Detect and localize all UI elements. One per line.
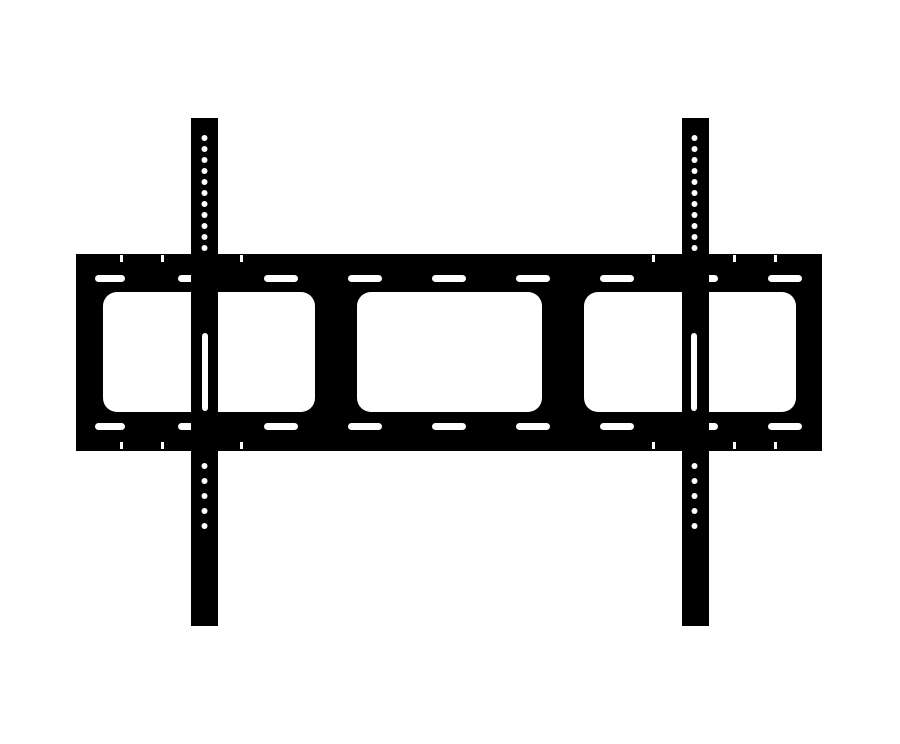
arm-hole bbox=[201, 463, 208, 469]
arm-hole bbox=[201, 523, 208, 529]
arm-hole bbox=[201, 223, 208, 229]
arm-hole bbox=[691, 168, 698, 174]
arm-hole bbox=[691, 179, 698, 185]
arm-hole bbox=[691, 135, 698, 141]
arm-hole bbox=[691, 523, 698, 529]
arm-hole bbox=[691, 146, 698, 152]
arm-hole bbox=[201, 190, 208, 196]
arm-hole bbox=[201, 157, 208, 163]
vertical-arm-left-holes bbox=[201, 135, 208, 529]
arm-hole bbox=[201, 135, 208, 141]
wall-plate bbox=[76, 254, 822, 451]
arm-hole bbox=[691, 157, 698, 163]
wall-plate-bottom-notches bbox=[120, 442, 777, 449]
arm-hole bbox=[201, 201, 208, 207]
vertical-arm-left-slot bbox=[202, 333, 208, 411]
arm-hole bbox=[691, 245, 698, 251]
wall-plate-window-center bbox=[357, 292, 542, 412]
vertical-arm-right-holes bbox=[691, 135, 698, 529]
wall-plate-top-notches bbox=[120, 255, 777, 262]
arm-hole bbox=[201, 212, 208, 218]
arm-hole bbox=[201, 245, 208, 251]
arm-hole bbox=[201, 478, 208, 484]
vertical-arm-left bbox=[191, 118, 218, 626]
arm-hole bbox=[691, 190, 698, 196]
arm-hole bbox=[201, 179, 208, 185]
arm-hole bbox=[691, 463, 698, 469]
arm-hole bbox=[691, 234, 698, 240]
arm-hole bbox=[691, 493, 698, 499]
arm-hole bbox=[201, 168, 208, 174]
arm-hole bbox=[691, 478, 698, 484]
arm-hole bbox=[201, 508, 208, 514]
arm-hole bbox=[691, 223, 698, 229]
arm-hole bbox=[201, 146, 208, 152]
arm-hole bbox=[201, 493, 208, 499]
vertical-arm-right bbox=[682, 118, 709, 626]
arm-hole bbox=[201, 234, 208, 240]
arm-hole bbox=[691, 212, 698, 218]
vertical-arm-right-slot bbox=[691, 333, 697, 411]
arm-hole bbox=[691, 508, 698, 514]
arm-hole bbox=[691, 201, 698, 207]
